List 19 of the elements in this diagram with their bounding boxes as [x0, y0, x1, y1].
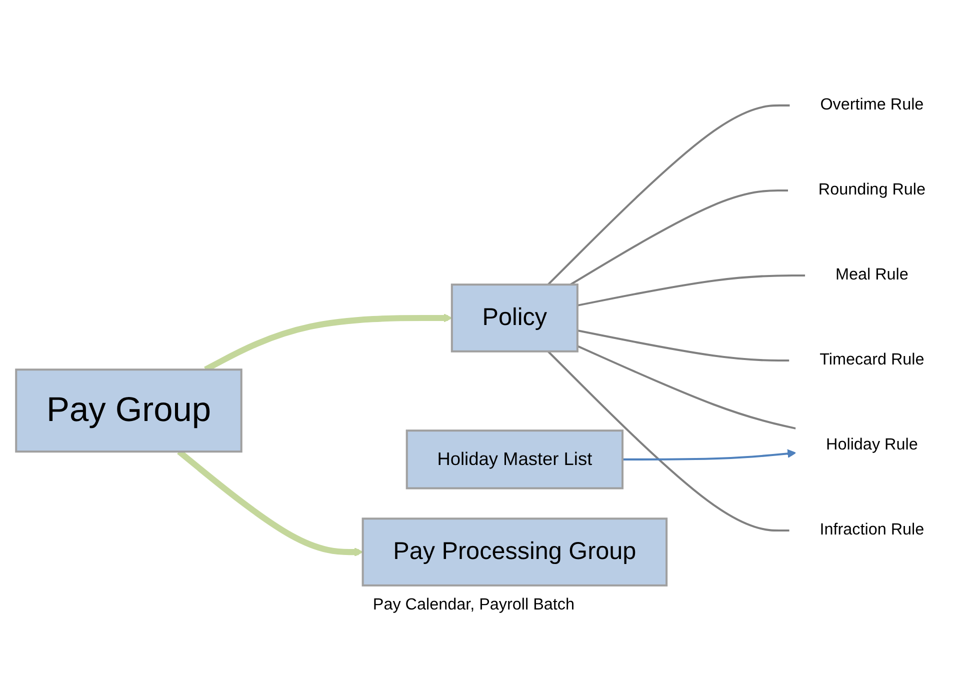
connector	[577, 329, 790, 362]
node-box	[15, 368, 242, 452]
connector	[577, 344, 796, 429]
connector	[570, 189, 788, 286]
node-text: Holiday Rule	[826, 436, 918, 454]
arrow	[622, 448, 796, 460]
node-caption: Pay Calendar, Payroll Batch	[372, 595, 574, 614]
node-text: Rounding Rule	[818, 180, 926, 198]
node-text: Overtime Rule	[820, 96, 924, 114]
connector	[547, 104, 790, 285]
node-text: Timecard Rule	[820, 350, 924, 368]
node-text: Infraction Rule	[820, 520, 924, 538]
node-box	[362, 517, 668, 586]
diagram: Pay Group Policy Overtime Rule Rounding Rule Meal Rule Timecard Rule Holiday Rule Infraction Rule Holiday Master List Pay Processing Group Pay Calendar, Payroll Batch	[6, 68, 966, 624]
node-box	[450, 283, 578, 352]
connector	[547, 350, 790, 532]
connector	[577, 274, 806, 306]
node-text: Meal Rule	[835, 266, 908, 284]
node-box	[406, 429, 624, 489]
